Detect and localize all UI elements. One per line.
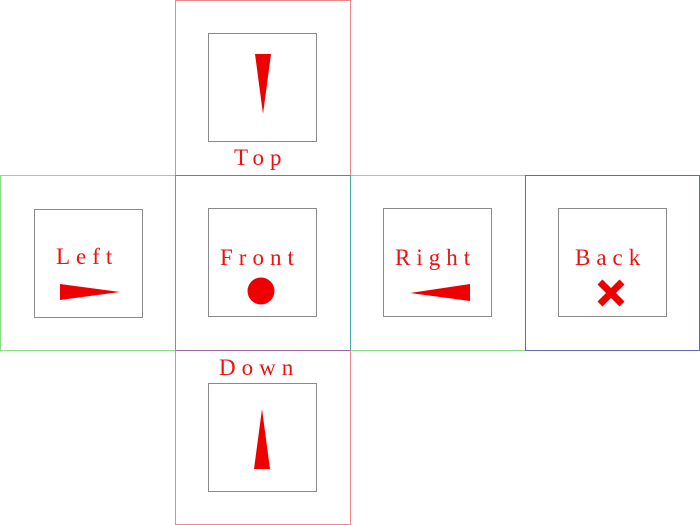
top-label: Top [234, 145, 288, 170]
right-label: Right [395, 245, 477, 270]
left-label: Left [56, 244, 119, 269]
filled-circle-icon [247, 277, 275, 305]
thin-triangle-pointing-up-icon [254, 409, 270, 469]
left-inner-square [34, 209, 143, 318]
right-inner-square [383, 208, 492, 317]
down-label: Down [219, 355, 300, 380]
thin-triangle-pointing-left-icon [410, 284, 470, 301]
back-label: Back [575, 245, 647, 270]
thin-triangle-pointing-right-icon [60, 284, 120, 300]
front-label: Front [220, 245, 300, 270]
thin-triangle-pointing-down-icon [255, 54, 271, 114]
x-cross-icon [597, 279, 625, 307]
